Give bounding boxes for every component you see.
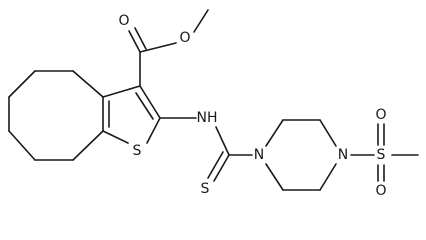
- molecule-structure: O O S NH S N N S O O: [8, 9, 419, 199]
- structure-canvas: O O S NH S N N S O O: [8, 9, 419, 199]
- sulfonyl-oxygen-bottom-label: O: [375, 183, 386, 199]
- thiophene-sulfur-label: S: [133, 143, 142, 159]
- bond-lines: [8, 9, 419, 191]
- thiocarbonyl-sulfur-label: S: [201, 181, 210, 197]
- ester-oxygen-label: O: [179, 30, 190, 46]
- sulfonyl-oxygen-top-label: O: [375, 107, 386, 123]
- carbonyl-oxygen-label: O: [118, 13, 129, 29]
- sulfonyl-sulfur-label: S: [377, 147, 386, 163]
- piperazine-nitrogen-4-label: N: [338, 147, 348, 163]
- amine-label: NH: [197, 110, 218, 126]
- piperazine-nitrogen-1-label: N: [254, 147, 264, 163]
